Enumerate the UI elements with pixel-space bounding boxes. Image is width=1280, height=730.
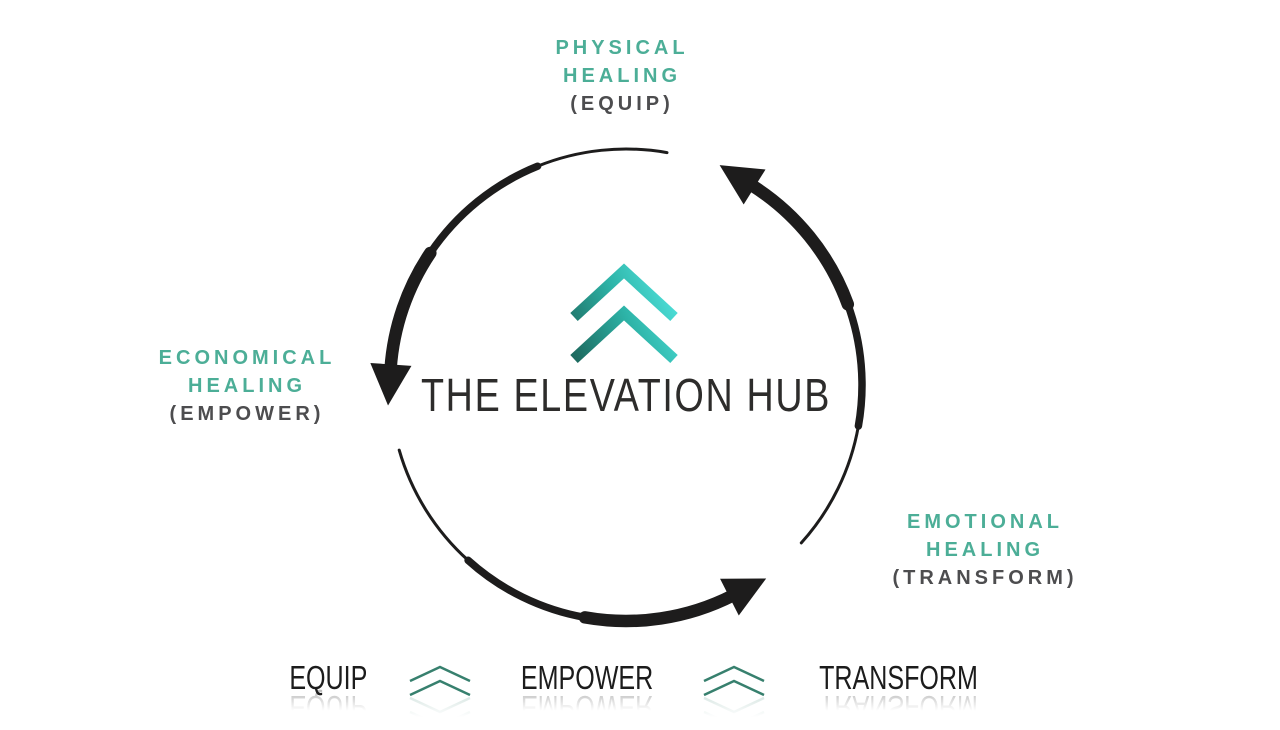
node-label-line: (TRANSFORM) <box>892 567 1078 589</box>
double-chevron-up-icon <box>408 663 472 728</box>
cycle-arrow-left-to-bottom <box>397 448 767 628</box>
node-label-line: HEALING <box>188 375 306 397</box>
node-label-line: EMOTIONAL <box>907 511 1063 533</box>
node-label-line: HEALING <box>563 65 681 87</box>
node-label-line: (EMPOWER) <box>169 403 325 425</box>
node-label-line: PHYSICAL <box>555 37 689 59</box>
logo-double-chevron-up-icon <box>570 263 678 364</box>
footer-sequence: EQUIP EQUIP EMPOWER EMPOWER <box>0 659 1280 728</box>
node-label-physical-healing: PHYSICAL HEALING (EQUIP) <box>452 34 792 118</box>
node-label-emotional-healing: EMOTIONAL HEALING (TRANSFORM) <box>845 508 1125 592</box>
node-label-economical-healing: ECONOMICAL HEALING (EMPOWER) <box>107 344 387 428</box>
footer-word-transform: TRANSFORM TRANSFORM <box>794 659 1003 727</box>
cycle-arrow-right-to-top <box>719 165 866 545</box>
node-label-line: ECONOMICAL <box>158 347 336 369</box>
node-label-line: HEALING <box>926 539 1044 561</box>
cycle-arrows <box>370 147 866 628</box>
cycle-arrow-top-to-left <box>370 147 669 406</box>
footer-word-text: EMPOWER <box>520 659 654 696</box>
footer-word-text: EQUIP <box>289 659 368 696</box>
footer-word-text: TRANSFORM <box>819 659 978 696</box>
logo-wordmark: THE ELEVATION HUB <box>376 372 876 418</box>
footer-word-empower: EMPOWER EMPOWER <box>500 659 674 727</box>
logo-title-text: THE ELEVATION HUB <box>421 369 832 421</box>
double-chevron-up-icon <box>702 663 766 728</box>
footer-word-equip: EQUIP EQUIP <box>277 659 380 727</box>
node-label-line: (EQUIP) <box>570 93 674 115</box>
